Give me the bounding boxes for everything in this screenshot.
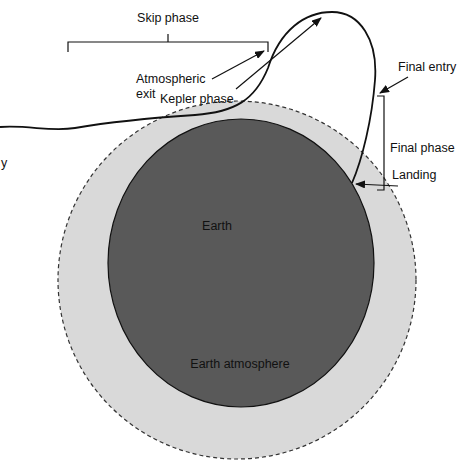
- leader-arrow: [356, 184, 398, 186]
- final-phase-bracket: [377, 96, 384, 190]
- leader-arrow: [380, 77, 408, 93]
- trajectory-line: [0, 12, 375, 183]
- callout-label: Final entry: [398, 60, 456, 75]
- callout-label: Landing: [392, 168, 437, 183]
- callout-label: Kepler phase: [160, 92, 234, 107]
- leader-arrow: [236, 18, 321, 89]
- leader-arrow: [212, 51, 264, 79]
- node-text: Earth atmosphere: [190, 357, 289, 372]
- skip-bracket: [68, 34, 268, 52]
- atmosphere-circle: Earth atmosphere Earth: [57, 100, 417, 460]
- cut-off-label: y: [1, 156, 7, 171]
- atmosphere-circle-outline: [57, 100, 417, 460]
- phase-label: Skip phase: [137, 11, 199, 26]
- node-text: Earth: [202, 219, 232, 234]
- phase-label: Final phase: [390, 141, 455, 156]
